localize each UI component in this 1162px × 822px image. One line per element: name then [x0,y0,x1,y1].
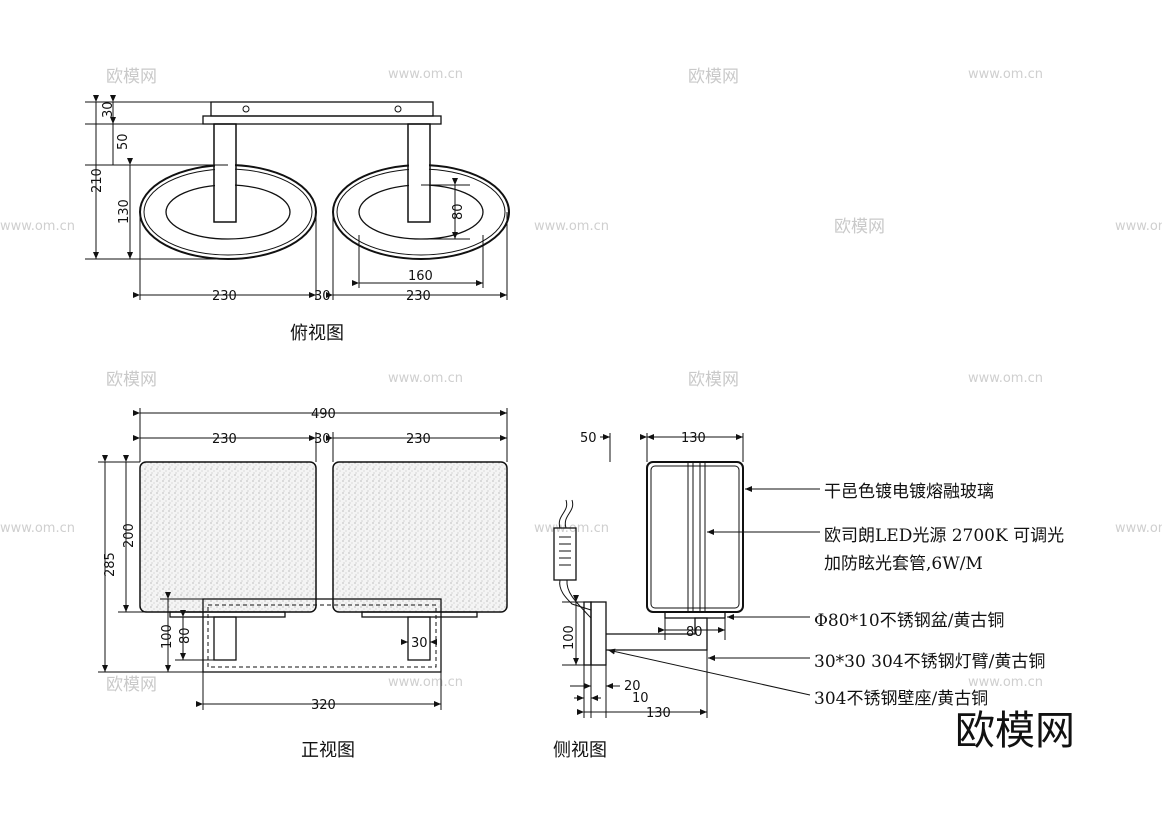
callout-labels: 干邑色镀电镀熔融玻璃 欧司朗LED光源 2700K 可调光 加防眩光套管,6W/… [814,482,1064,709]
title-front-view: 正视图 [301,740,355,761]
svg-text:30: 30 [314,289,331,304]
svg-text:230: 230 [406,432,431,447]
svg-text:320: 320 [311,698,336,713]
svg-text:www.om.cn: www.om.cn [1115,219,1162,234]
svg-text:30: 30 [314,432,331,447]
callout-base: 304不锈钢壁座/黄古铜 [814,689,988,709]
watermarks: 欧模网 www.om.cn 欧模网 www.om.cn 欧模网 www.om.c… [0,67,1162,695]
svg-text:欧模网: 欧模网 [106,370,157,390]
svg-text:100: 100 [160,624,175,649]
svg-text:210: 210 [90,168,105,193]
side-view: 50 130 100 80 20 10 130 侧视图 [553,431,820,761]
svg-text:80: 80 [686,625,703,640]
svg-text:30: 30 [101,101,116,118]
svg-text:80: 80 [451,203,466,220]
callout-light-line1: 欧司朗LED光源 2700K 可调光 [824,526,1064,546]
svg-text:285: 285 [103,552,118,577]
title-top-view: 俯视图 [290,323,344,344]
top-view: 30 50 210 130 80 160 230 30 230 俯视图 [85,95,510,344]
svg-text:欧模网: 欧模网 [106,675,157,695]
svg-text:130: 130 [646,706,671,721]
svg-text:230: 230 [406,289,431,304]
callout-arm: 30*30 304不锈钢灯臂/黄古铜 [814,652,1045,672]
svg-text:130: 130 [681,431,706,446]
svg-text:www.om.cn: www.om.cn [388,675,463,690]
svg-text:10: 10 [632,691,649,706]
svg-text:160: 160 [408,269,433,284]
svg-text:www.om.cn: www.om.cn [0,219,75,234]
svg-text:www.om.cn: www.om.cn [534,219,609,234]
callout-light-line2: 加防眩光套管,6W/M [824,554,983,574]
svg-text:www.om.cn: www.om.cn [968,371,1043,386]
callout-glass: 干邑色镀电镀熔融玻璃 [824,482,994,502]
svg-text:50: 50 [580,431,597,446]
brand-logo: 欧模网 [955,708,1075,754]
svg-text:欧模网: 欧模网 [688,67,739,87]
svg-text:230: 230 [212,289,237,304]
svg-text:100: 100 [562,625,577,650]
svg-text:50: 50 [116,133,131,150]
svg-text:欧模网: 欧模网 [688,370,739,390]
svg-text:欧模网: 欧模网 [106,67,157,87]
svg-text:www.om.cn: www.om.cn [1115,521,1162,536]
svg-text:30: 30 [411,636,428,651]
svg-text:www.om.cn: www.om.cn [388,371,463,386]
svg-text:230: 230 [212,432,237,447]
svg-text:欧模网: 欧模网 [834,217,885,237]
svg-text:www.om.cn: www.om.cn [0,521,75,536]
title-side-view: 侧视图 [553,740,607,761]
svg-text:www.om.cn: www.om.cn [968,675,1043,690]
svg-text:www.om.cn: www.om.cn [968,67,1043,82]
svg-text:www.om.cn: www.om.cn [388,67,463,82]
svg-text:200: 200 [122,523,137,548]
front-view: 490 230 30 230 285 200 100 80 30 320 正视图 [98,407,508,761]
svg-text:80: 80 [178,627,193,644]
svg-text:490: 490 [311,407,336,422]
svg-text:130: 130 [117,199,132,224]
svg-text:20: 20 [624,679,641,694]
callout-cup: Φ80*10不锈钢盆/黄古铜 [814,611,1004,631]
